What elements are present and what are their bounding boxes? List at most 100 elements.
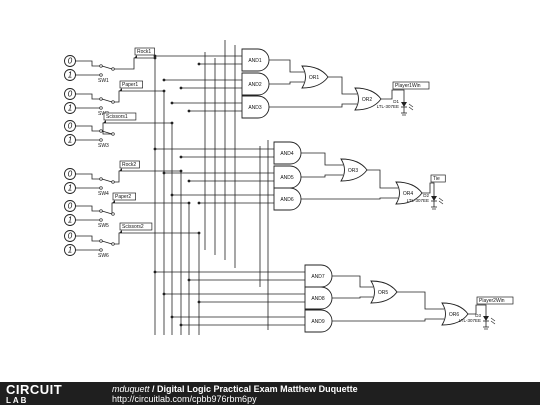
wire <box>102 122 172 135</box>
or-gate-or1: OR1 <box>301 65 329 89</box>
net-flag-marker <box>119 230 122 233</box>
switch-contact <box>99 129 103 133</box>
junction-dot <box>187 179 191 183</box>
logic-zero-source <box>64 168 76 180</box>
wire <box>75 93 100 100</box>
or-gate-body <box>370 280 398 304</box>
switch-label: SW1 <box>98 78 109 84</box>
and-gate-and4: AND4 <box>273 141 302 165</box>
net-flag-box <box>430 174 446 183</box>
circuit-url[interactable]: http://circuitlab.com/cpbb976rbm6py <box>112 394 257 404</box>
and-gate-body <box>273 141 302 165</box>
wire <box>301 197 398 200</box>
junction-dot <box>170 193 174 197</box>
wire <box>301 152 343 166</box>
logic-zero-source <box>64 88 76 100</box>
switch-contact <box>99 239 103 243</box>
or-gate-or6: OR6 <box>441 302 469 326</box>
junction-dot <box>187 109 191 113</box>
junction-dot <box>179 155 183 159</box>
wire <box>75 125 100 132</box>
title-separator: / <box>149 384 158 394</box>
diode-part-label: LTL-307EE <box>459 318 481 323</box>
and-gate-label: AND2 <box>248 82 262 88</box>
switch-label: SW5 <box>98 223 109 229</box>
circuitlab-logo[interactable]: CIRCUIT LAB <box>6 383 62 405</box>
wire <box>381 89 405 102</box>
wire <box>332 318 444 322</box>
wire <box>75 173 100 180</box>
net-flag-box <box>119 222 153 231</box>
net-flag-label: Paper2 <box>115 194 131 200</box>
author-link[interactable]: mduquett <box>112 384 150 394</box>
or-gate-label: OR2 <box>362 97 373 103</box>
and-gate-label: AND5 <box>280 175 294 181</box>
schematic-canvas: 01SW1Rock101SW2Paper101SW3Scissors101SW4… <box>64 40 514 335</box>
junction-dot <box>197 62 201 66</box>
switch-contact <box>99 73 103 77</box>
and-gate-label: AND4 <box>280 151 294 157</box>
wire <box>114 90 164 103</box>
and-gate-label: AND8 <box>311 296 325 302</box>
wire <box>397 291 444 310</box>
net-flag-paper1: Paper1 <box>119 80 143 91</box>
or-gate-body <box>301 65 329 89</box>
and-gate-label: AND1 <box>248 58 262 64</box>
switch-label: SW2 <box>98 111 109 117</box>
junction-dot <box>197 201 201 205</box>
junction-dot <box>162 171 166 175</box>
wire <box>114 57 155 70</box>
junction-dot <box>170 101 174 105</box>
wire <box>367 169 398 189</box>
junction-dot <box>170 121 174 125</box>
net-flag-marker <box>134 55 137 58</box>
and-gate-and5: AND5 <box>273 165 302 189</box>
light-arrow-icon <box>438 197 444 202</box>
net-flag-label: Tie <box>433 176 440 182</box>
or-gate-or4: OR4 <box>395 181 423 205</box>
net-flag-box <box>103 112 137 121</box>
junction-dot <box>179 323 183 327</box>
switch-lever <box>101 178 113 183</box>
wires <box>75 40 487 335</box>
logic-zero-source <box>64 230 76 242</box>
logic-one-label: 1 <box>68 246 72 255</box>
and-gate-and9: AND9 <box>304 309 333 333</box>
logic-zero-label: 0 <box>68 122 73 131</box>
junction-dot <box>187 278 191 282</box>
or-gate-body <box>354 87 382 111</box>
switch-lever <box>101 210 113 215</box>
switch-contact <box>99 64 103 68</box>
or-gate-or5: OR5 <box>370 280 398 304</box>
switch-common <box>111 212 115 216</box>
logo-top: CIRCUIT <box>6 382 63 397</box>
net-flag-label: Paper1 <box>122 82 138 88</box>
junction-dot <box>153 56 157 60</box>
switch-contact <box>99 218 103 222</box>
diode-ref-label: D3 <box>475 313 481 318</box>
and-gate-and8: AND8 <box>304 286 333 310</box>
wire <box>468 304 487 316</box>
logic-zero-source <box>64 200 76 212</box>
wire <box>332 275 373 288</box>
logic-one-label: 1 <box>68 216 72 225</box>
or-gate-body <box>340 158 368 182</box>
switch-common <box>111 180 115 184</box>
or-gate-label: OR5 <box>378 290 389 296</box>
net-flag-label: Scissors2 <box>122 224 144 230</box>
wire <box>114 232 199 245</box>
junction-dot <box>179 86 183 90</box>
junction-dot <box>162 89 166 93</box>
net-flag-box <box>476 296 514 305</box>
wire <box>75 60 100 67</box>
switch-contact <box>99 248 103 252</box>
wire <box>75 205 100 212</box>
or-gate-label: OR6 <box>449 312 460 318</box>
net-flag-marker <box>119 168 122 171</box>
led-diode-icon <box>483 316 489 321</box>
net-flag-label: Player1Win <box>395 83 421 89</box>
